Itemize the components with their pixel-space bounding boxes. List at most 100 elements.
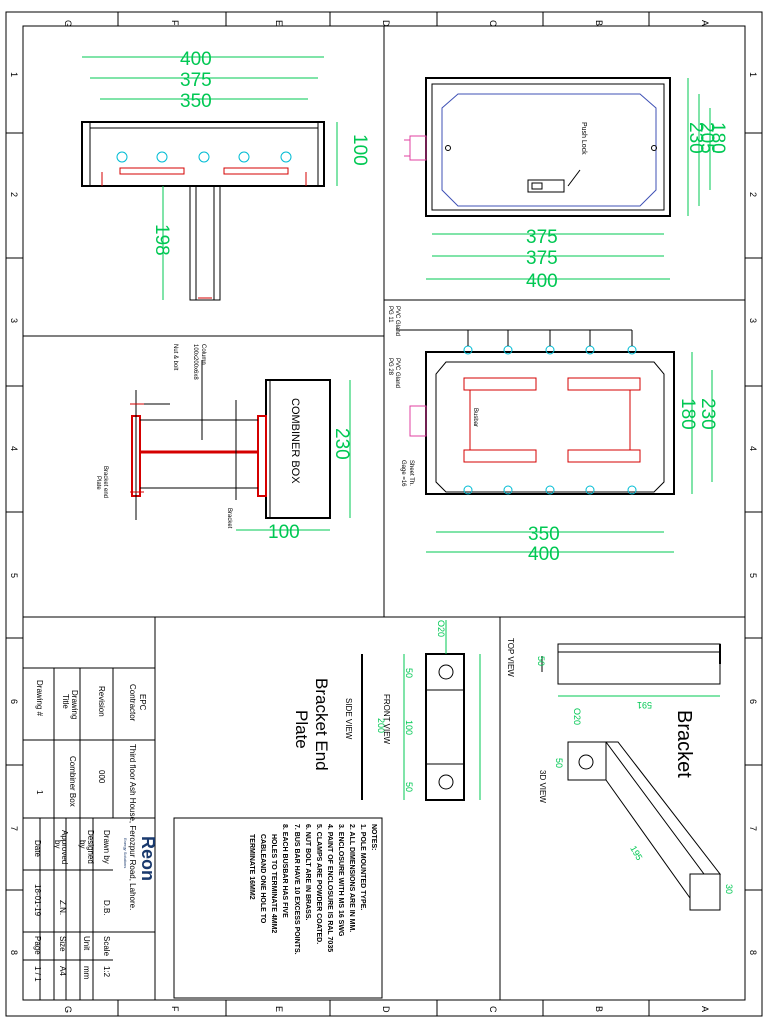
zone-number: 8 <box>748 950 758 955</box>
dim-100-plate: 100 <box>404 720 414 735</box>
bracket-title: Bracket <box>673 710 695 778</box>
zone-number: 2 <box>748 192 758 197</box>
zone-number: 2 <box>9 192 19 197</box>
zone-letter: A <box>700 20 710 26</box>
zone-number: 3 <box>9 318 19 323</box>
approved-by-value: Z.N. <box>58 900 67 915</box>
bracket-label: Bracket <box>226 508 232 529</box>
dim-50-3d: 50 <box>554 758 564 768</box>
zone-letters-bottom: G F E D C B A <box>63 1006 710 1013</box>
pvc-gland-2-size: PG 28 <box>387 358 393 376</box>
dim-198: 198 <box>151 224 172 256</box>
dim-50-b: 50 <box>404 782 414 792</box>
note-line: CABLEAND ONE HOLE TO <box>259 834 266 924</box>
top-view-label: TOP VIEW <box>506 638 515 677</box>
plate-label: Plate <box>95 476 101 490</box>
column-size-label: 100x200x6x8 <box>192 344 198 380</box>
size-value: A4 <box>58 966 67 976</box>
size-label: Size <box>58 936 67 952</box>
zone-letter: B <box>594 1006 604 1012</box>
epc-label-1: EPC <box>138 694 147 711</box>
date-label: Date <box>33 840 42 857</box>
note-line: 3. ENCLOSURE WITH MS 16 SWG <box>337 824 344 937</box>
dim-100: 100 <box>268 522 300 543</box>
zone-letter: F <box>170 1006 180 1012</box>
dim-180: 180 <box>677 398 698 430</box>
page-label: Page <box>33 936 42 955</box>
epc-value: Third floor Ash House, Ferozpur Road, La… <box>128 744 137 910</box>
reon-logo-sub: Energy Solutions <box>123 838 128 868</box>
3d-view-label: 3D VIEW <box>538 770 547 803</box>
zone-number: 6 <box>9 699 19 704</box>
dim-30: 30 <box>724 884 734 894</box>
dim-100: 100 <box>349 134 370 166</box>
dim-180: 180 <box>707 122 728 154</box>
zone-letter: E <box>274 1006 284 1012</box>
drawing-title-label-1: Drawing <box>70 690 79 719</box>
mid-right-view: PVC Gland PG 11 PVC Gland PG 28 Busbar S… <box>387 306 718 565</box>
zone-letter: D <box>381 20 391 27</box>
scale-label: Scale <box>102 936 111 957</box>
busbar-label: Busbar <box>472 408 478 427</box>
zone-number: 4 <box>9 446 19 451</box>
notes-heading: NOTES: <box>370 824 377 850</box>
side-view-label: SIDE VIEW <box>344 698 353 740</box>
note-line: 2. ALL DIMENSIONS ARE IN MM. <box>348 824 355 932</box>
zone-number: 4 <box>748 446 758 451</box>
zone-letter: B <box>594 20 604 26</box>
zone-letter: G <box>63 20 73 27</box>
push-lock-label: Push Lock <box>580 122 587 155</box>
end-plate-view: O20 50 100 50 200 FRONT VIEW SIDE VIEW B… <box>292 620 481 801</box>
approved-by-label-2: by <box>53 840 62 848</box>
epc-label-2: Contractor <box>128 684 137 722</box>
zone-letter: F <box>170 20 180 26</box>
bracket-end-label: Bracket end <box>102 466 108 498</box>
zone-letters-top: G F E D C B A <box>63 20 710 27</box>
end-plate-title-2: Plate <box>292 710 311 749</box>
dim-200: 200 <box>376 718 386 733</box>
drawing-no-label: Drawing # <box>35 680 44 717</box>
pvc-gland-1-label: PVC Gland <box>394 306 400 336</box>
end-plate-title-1: Bracket End <box>312 678 331 771</box>
designed-by-label-2: by <box>78 840 87 848</box>
zone-number: 1 <box>9 72 19 77</box>
zone-ticks <box>6 12 762 1016</box>
combiner-box-label: COMBINER BOX <box>289 398 301 484</box>
note-line: 8. EACH BUSBAR HAS FIVE <box>281 824 288 918</box>
column-label: Column <box>200 344 206 365</box>
zone-number: 7 <box>9 826 19 831</box>
zone-letter: G <box>63 1006 73 1013</box>
dim-230: 230 <box>331 428 352 460</box>
sheet-gage-label: Gage =16 <box>400 460 406 487</box>
approved-by-label-1: Approved <box>60 830 69 864</box>
zone-letter: D <box>381 1006 391 1013</box>
dim-o20-plate: O20 <box>436 620 446 637</box>
designed-by-label-1: Designed <box>86 830 95 864</box>
dim-50-a: 50 <box>404 668 414 678</box>
dim-591: 591 <box>637 700 652 710</box>
zone-number: 8 <box>9 950 19 955</box>
note-line: 6. NUT BOLT ARE IN BRASS. <box>304 824 311 921</box>
top-right-view: Push Lock 230 205 180 375 375 400 <box>404 77 728 292</box>
unit-label: Unit <box>82 936 91 951</box>
drawn-by-label: Drawn by <box>102 830 111 864</box>
dim-o20: O20 <box>572 708 582 725</box>
date-value: 18-01-19 <box>33 884 42 917</box>
dim-375: 375 <box>526 248 558 269</box>
dim-400: 400 <box>528 544 560 565</box>
dim-350: 350 <box>528 524 560 545</box>
zone-number: 3 <box>748 318 758 323</box>
dim-195: 195 <box>628 844 644 862</box>
drawing-title-value: Combiner Box <box>68 756 77 807</box>
note-line: 7. BUS BAR HAVE 10 EXCESS POINTS. <box>293 824 300 955</box>
note-line: 5. CLAMPS ARE POWDER COATED. <box>315 824 322 944</box>
dim-375: 375 <box>180 70 212 91</box>
scale-value: 1:2 <box>102 966 111 978</box>
note-line: TERMINATE 16MM2 <box>248 834 255 900</box>
pvc-gland-2-label: PVC Gland <box>394 358 400 388</box>
unit-value: mm <box>82 966 91 980</box>
dim-350: 350 <box>180 91 212 112</box>
front-view-label: FRONT VIEW <box>382 694 391 745</box>
mid-left-view: COMBINER BOX Column 100x200x6x8 Nut & bo… <box>95 344 352 543</box>
outer-border <box>5 11 763 1017</box>
